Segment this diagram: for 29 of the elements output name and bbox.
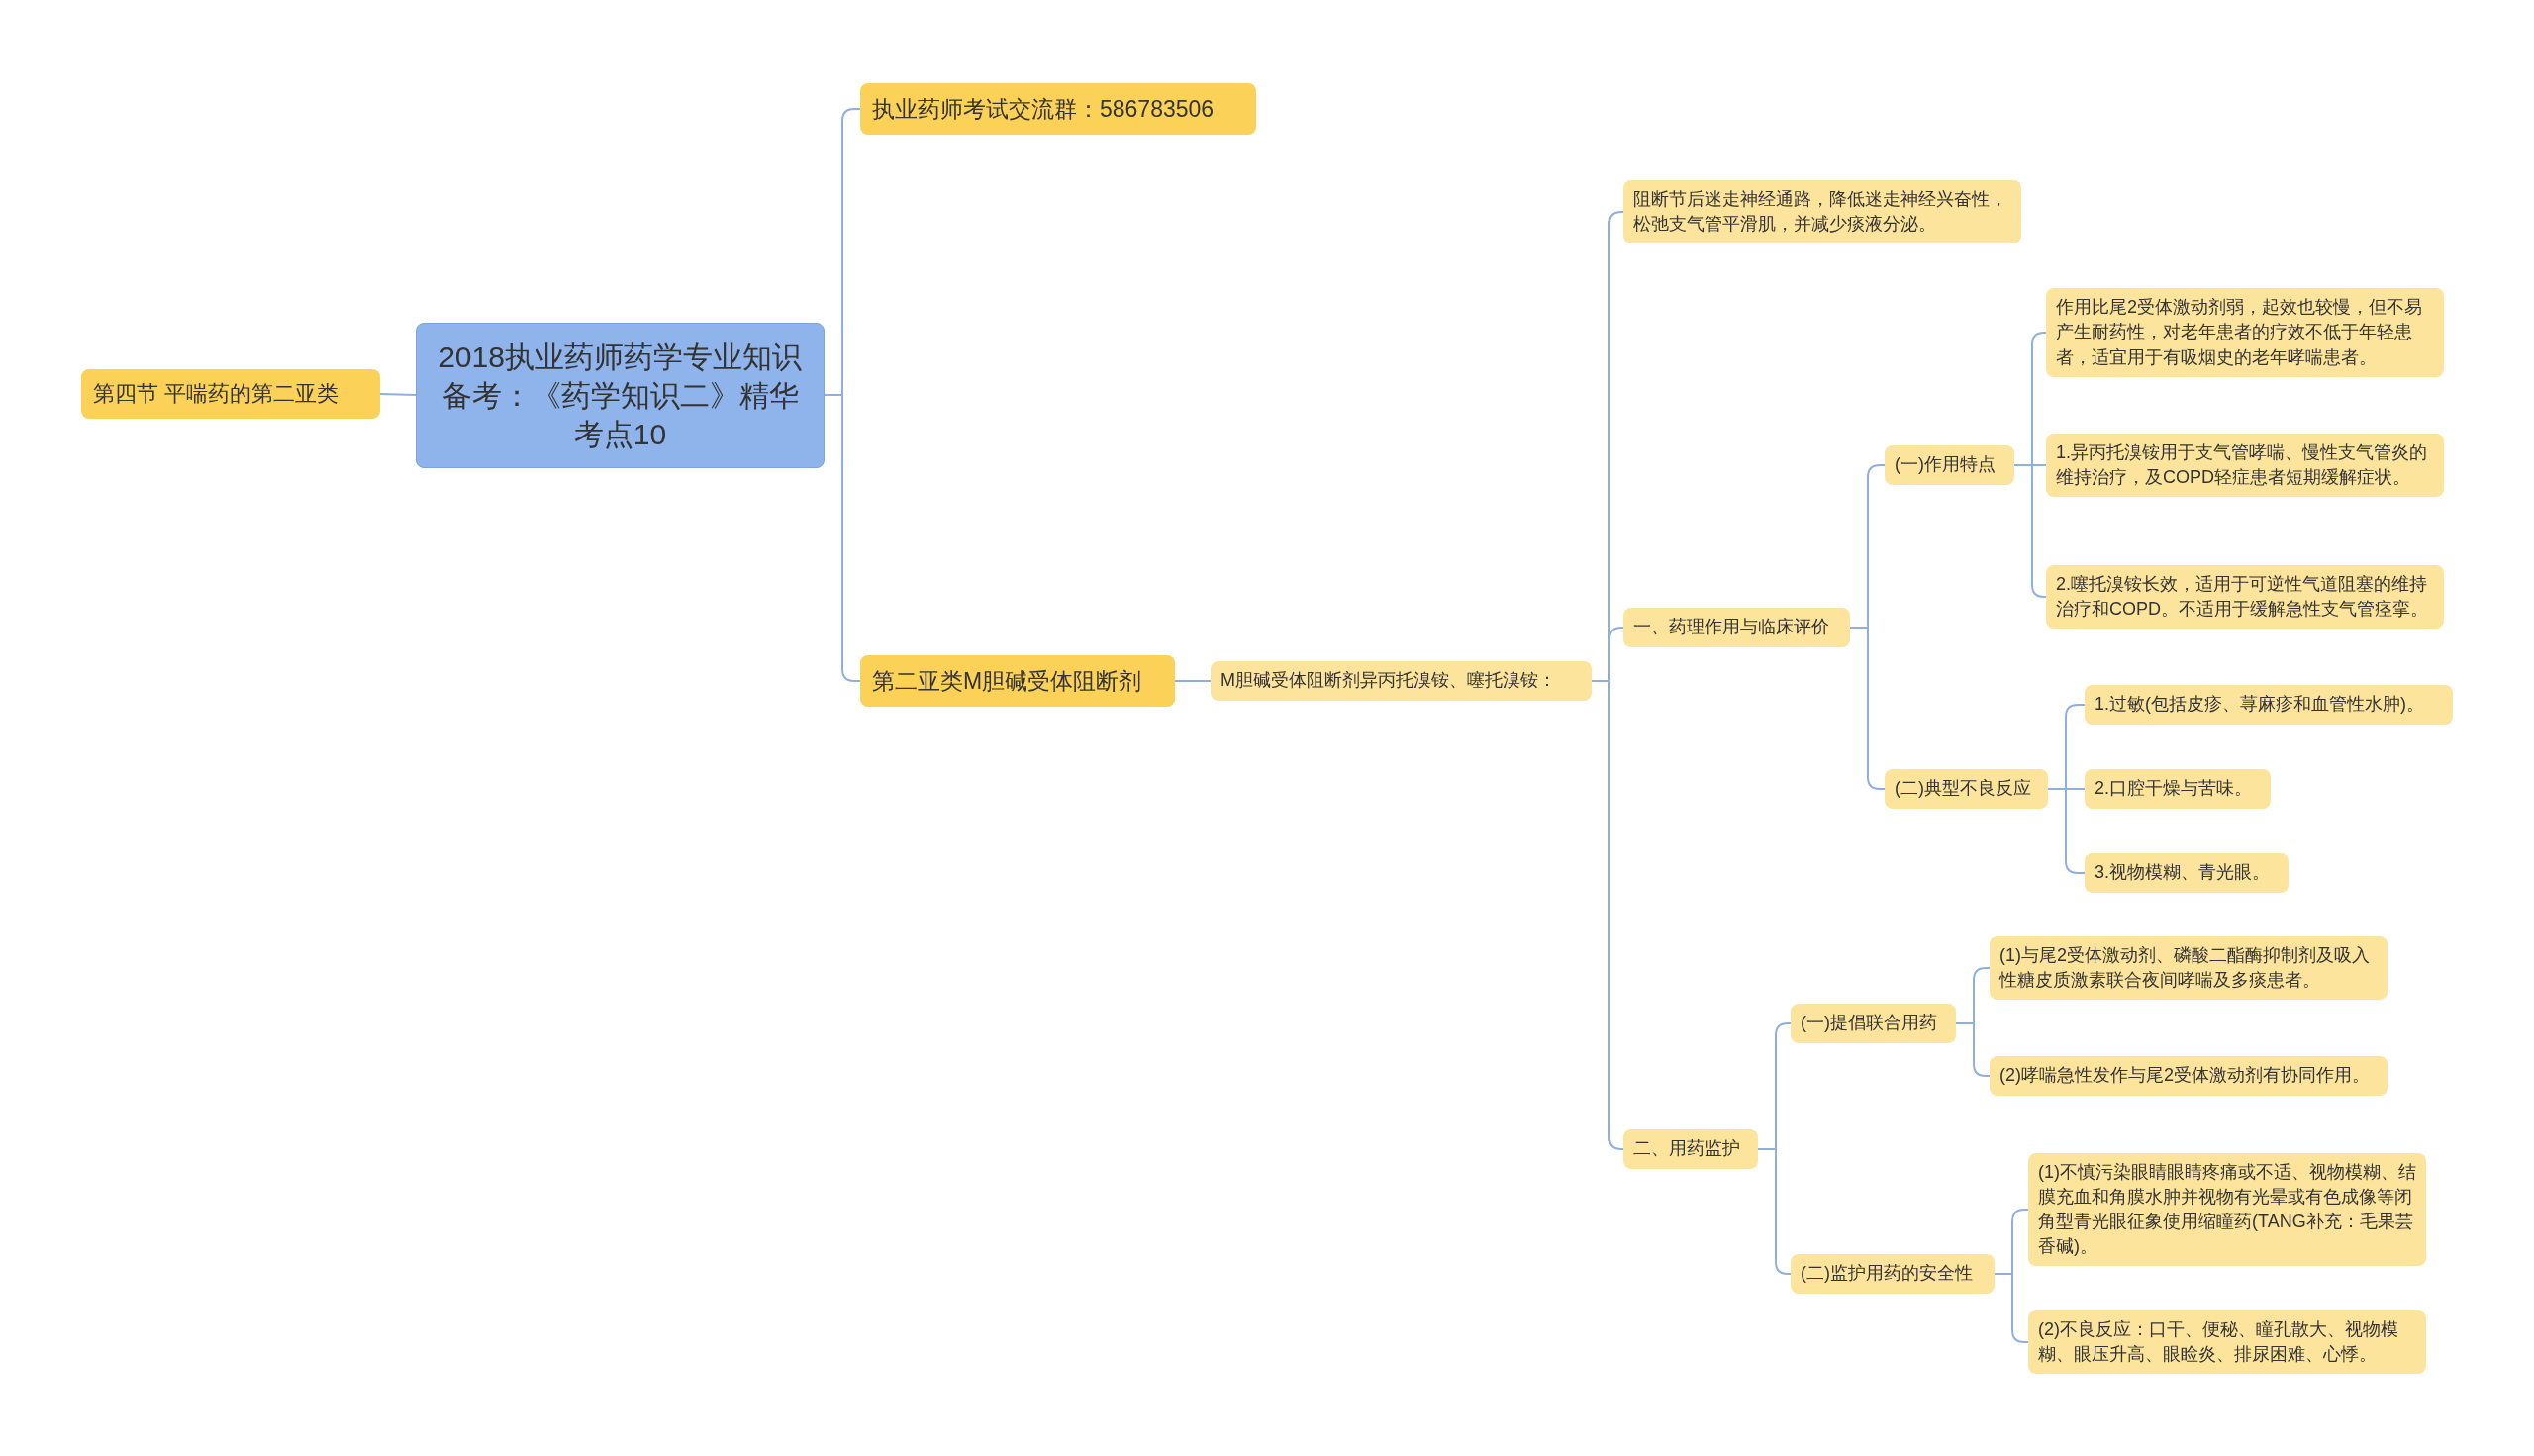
connector-line [824, 394, 861, 682]
topic-box: 执业药师考试交流群：586783506 [860, 82, 1256, 136]
topic-box: 作用比尾2受体激动剂弱，起效也较慢，但不易产生耐药性，对老年患者的疗效不低于年轻患者，适宜用于有吸烟史的老年哮喘患者。 [2046, 288, 2444, 377]
topic-box: 阻断节后迷走神经通路，降低迷走神经兴奋性，松弛支气管平滑肌，并减少痰液分泌。 [1623, 179, 2021, 244]
topic-box: 第二亚类M胆碱受体阻断剂 [860, 654, 1175, 708]
topic-box: 3.视物模糊、青光眼。 [2085, 853, 2289, 893]
connector-line [1757, 1148, 1792, 1275]
connector-line [2047, 788, 2086, 874]
topic-box: 1.异丙托溴铵用于支气管哮喘、慢性支气管炎的维持治疗，及COPD轻症患者短期缓解症状。 [2046, 433, 2444, 498]
topic-box: 1.过敏(包括皮疹、荨麻疹和血管性水肿)。 [2085, 685, 2453, 725]
topic-box: (一)提倡联合用药 [1791, 1004, 1956, 1043]
connector-line [1955, 1022, 1991, 1077]
topic-box: (一)作用特点 [1885, 445, 2014, 485]
topic-box: 二、用药监护 [1623, 1129, 1758, 1169]
topic-box: 2.口腔干燥与苦味。 [2085, 769, 2271, 809]
topic-box: 一、药理作用与临床评价 [1623, 608, 1850, 647]
connector-line [2013, 464, 2047, 598]
central-topic-box: 2018执业药师药学专业知识备考：《药学知识二》精华考点10 [416, 322, 825, 468]
connector-line [1174, 680, 1212, 682]
topic-box: (2)不良反应：口干、便秘、瞳孔散大、视物模糊、眼压升高、眼睑炎、排尿困难、心悸。 [2028, 1310, 2426, 1375]
topic-box: 2.噻托溴铵长效，适用于可逆性气道阻塞的维持治疗和COPD。不适用于缓解急性支气管痉挛。 [2046, 564, 2444, 630]
connector-line [379, 393, 417, 396]
topic-box: M胆碱受体阻断剂异丙托溴铵、噻托溴铵： [1211, 661, 1592, 701]
topic-box: 第四节 平喘药的第二亚类 [81, 368, 380, 420]
topic-box: (1)不慎污染眼睛眼睛疼痛或不适、视物模糊、结膜充血和角膜水肿并视物有光晕或有色成像等闭角型青光眼征象使用缩瞳药(TANG补充：毛果芸香碱)。 [2028, 1152, 2426, 1267]
topic-box: (1)与尾2受体激动剂、磷酸二酯酶抑制剂及吸入性糖皮质激素联合夜间哮喘及多痰患者。 [1990, 935, 2388, 1001]
topic-box: (二)监护用药的安全性 [1791, 1254, 1995, 1294]
topic-box: (二)典型不良反应 [1885, 769, 2048, 809]
topic-box: (2)哮喘急性发作与尾2受体激动剂有协同作用。 [1990, 1056, 2388, 1096]
